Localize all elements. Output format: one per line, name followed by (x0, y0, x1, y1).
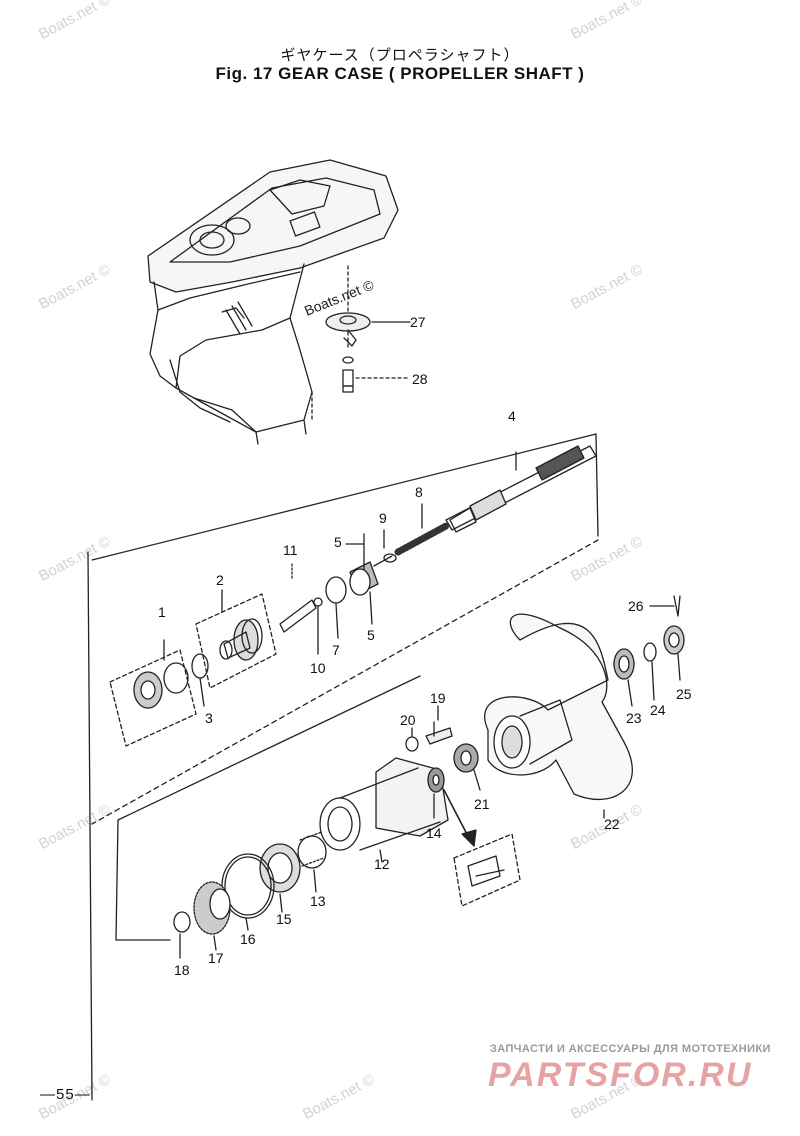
label-part-5-upper: 5 (334, 534, 342, 550)
label-part-22: 22 (604, 816, 620, 832)
label-part-11: 11 (283, 542, 298, 558)
title-japanese: ギヤケース（プロペラシャフト） (280, 46, 520, 64)
label-part-14: 14 (426, 825, 442, 841)
label-part-12: 12 (374, 856, 390, 872)
anode-part-27 (325, 312, 371, 347)
propeller-shaft-part-4 (445, 445, 597, 533)
label-part-25: 25 (676, 686, 692, 702)
label-part-23: 23 (626, 710, 642, 726)
label-part-13: 13 (310, 893, 326, 909)
label-part-10: 10 (310, 660, 326, 676)
label-part-9: 9 (379, 510, 387, 526)
gear-case-housing (147, 159, 399, 445)
label-part-8: 8 (415, 484, 423, 500)
label-part-28: 28 (412, 371, 428, 387)
label-part-20: 20 (400, 712, 416, 728)
page-number: —55— (40, 1086, 91, 1103)
ball-part-10 (313, 597, 323, 655)
footer-tagline: ЗАПЧАСТИ И АКСЕССУАРЫ ДЛЯ МОТОТЕХНИКИ (490, 1043, 771, 1055)
seal-part-14 (427, 767, 477, 847)
label-part-1: 1 (158, 604, 166, 620)
bolt-part-19 (425, 705, 453, 745)
propeller-part-22 (484, 613, 633, 819)
seal-detail-box (453, 833, 521, 907)
shifter-part-11 (279, 563, 317, 633)
title-english: Fig. 17 GEAR CASE ( PROPELLER SHAFT ) (215, 64, 585, 83)
label-part-4: 4 (508, 408, 516, 424)
bearing-group-part-1 (109, 639, 197, 747)
gear-group-part-2 (195, 589, 277, 689)
cotter-pin-part-26 (649, 595, 681, 617)
label-part-7: 7 (332, 642, 340, 658)
label-part-15: 15 (276, 911, 292, 927)
spacer-part-23 (613, 648, 635, 707)
seal-part-21 (453, 743, 481, 791)
label-part-21: 21 (474, 796, 490, 812)
washer-part-3 (191, 653, 209, 707)
label-part-3: 3 (205, 710, 213, 726)
label-part-5-lower: 5 (367, 627, 375, 643)
label-part-19: 19 (430, 690, 446, 706)
washer-part-24 (643, 642, 657, 701)
washer-part-18 (173, 911, 191, 959)
label-part-27: 27 (410, 314, 426, 330)
ring-part-7 (325, 576, 347, 639)
bearing-part-15 (259, 843, 301, 913)
label-part-2: 2 (216, 572, 224, 588)
washer-part-20 (405, 727, 419, 752)
label-part-26: 26 (628, 598, 644, 614)
pin-part-9 (373, 553, 397, 567)
nut-part-25 (663, 625, 685, 681)
needle-bearing-part-13 (297, 831, 327, 893)
label-part-18: 18 (174, 962, 190, 978)
label-part-17: 17 (208, 950, 224, 966)
o-ring-part-16 (221, 853, 275, 931)
reverse-gear-part-17 (193, 881, 231, 951)
spring-part-8 (394, 522, 450, 556)
footer-logo[interactable]: PARTSFOR.RU (488, 1056, 753, 1094)
label-part-24: 24 (650, 702, 666, 718)
label-part-16: 16 (240, 931, 256, 947)
clutch-part-5 (349, 533, 379, 596)
bolt-part-28 (342, 356, 411, 393)
